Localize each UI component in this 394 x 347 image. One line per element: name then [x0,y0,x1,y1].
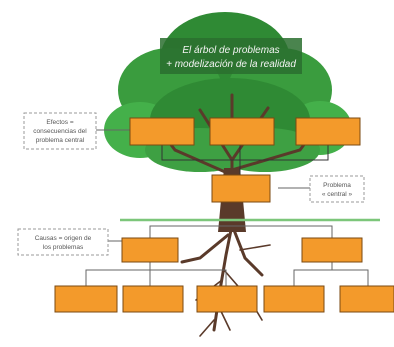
effect-box [295,117,361,146]
title-line-1: El árbol de problemas [182,45,279,56]
effect-box [129,117,195,146]
effects-note-line-2: consecuencias del [33,128,87,135]
problem-note: Problema « central » [309,175,365,203]
secondary-cause-box [54,285,118,313]
primary-cause-boxes [121,237,363,263]
problem-note-line-2: « central » [322,191,353,198]
title-line-2: + modelización de la realidad [166,59,296,70]
effect-boxes [129,117,361,146]
tree-canopy [104,12,352,172]
title-banner: El árbol de problemas + modelización de … [160,38,302,74]
problem-note-line-1: Problema [323,182,351,189]
causes-note: Causas = origen de los problemas [17,228,109,256]
effect-box [209,117,275,146]
secondary-cause-box [339,285,394,313]
central-problem-box [211,174,271,203]
connectors [85,129,369,286]
secondary-cause-box [122,285,184,313]
primary-cause-box [121,237,179,263]
effects-note-line-3: problema central [36,137,85,144]
secondary-cause-box [263,285,325,313]
effects-note-line-1: Efectos = [46,119,73,126]
primary-cause-box [301,237,363,263]
secondary-cause-boxes [54,285,394,313]
effects-note: Efectos = consecuencias del problema cen… [23,112,97,150]
causes-note-line-1: Causas = origen de [35,235,92,242]
causes-note-line-2: los problemas [43,244,84,251]
secondary-cause-box [196,285,258,313]
